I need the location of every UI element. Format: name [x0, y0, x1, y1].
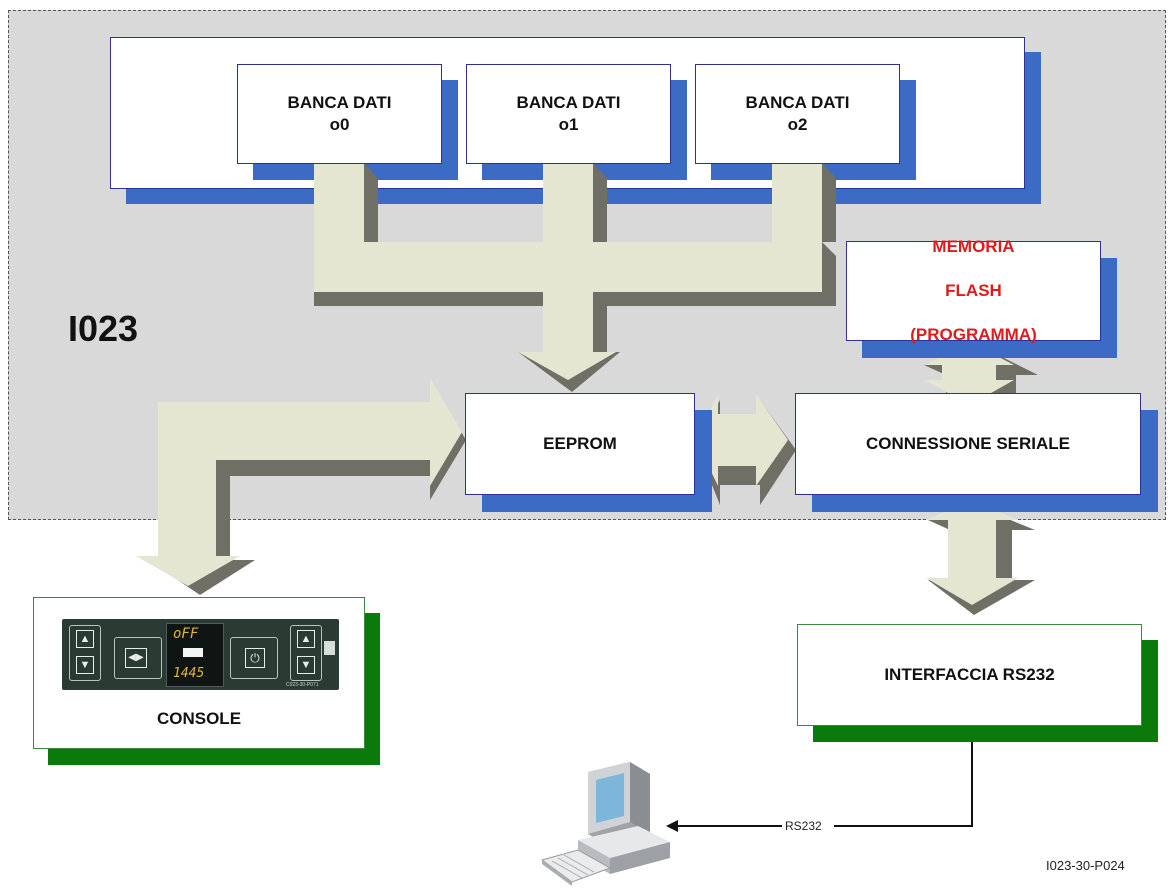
region-label: I023 — [68, 308, 139, 349]
flash-line1: MEMORIA — [932, 237, 1015, 256]
rs232-cable — [676, 740, 973, 827]
console-set-key-frame: ◀▶ — [114, 637, 162, 679]
bank-o2-id: o2 — [787, 115, 808, 134]
rs232-interface-box: INTERFACCIA RS232 — [797, 624, 1142, 726]
down-key-right-icon: ▼ — [297, 656, 315, 674]
bus-stubs — [314, 163, 836, 243]
rs232-link-label: RS232 — [785, 819, 822, 833]
bank-o2-title: BANCA DATI — [745, 93, 850, 112]
eeprom-label: EEPROM — [543, 434, 617, 453]
bank-o1-title: BANCA DATI — [516, 93, 621, 112]
console-left-keys: ▲ ▼ — [69, 625, 101, 681]
bank-o2: BANCA DATI o2 — [695, 64, 900, 164]
bank-o0-id: o0 — [329, 115, 350, 134]
console-power-key-frame: ⏻ — [230, 637, 278, 679]
bank-o0: BANCA DATI o0 — [237, 64, 442, 164]
display-top-text: oFF — [173, 626, 199, 642]
console-panel: ▲ ▼ ◀▶ oFF 1445 ⏻ ▲ ▼ C023-30-P071 — [62, 619, 339, 690]
bank-o1: BANCA DATI o1 — [466, 64, 671, 164]
bank-o1-id: o1 — [558, 115, 579, 134]
display-indicator — [183, 648, 203, 657]
display-bottom-text: 1445 — [173, 666, 205, 681]
power-icon: ⏻ — [245, 648, 265, 668]
up-key-icon: ▲ — [76, 630, 94, 648]
serial-connection-box: CONNESSIONE SERIALE — [795, 393, 1141, 495]
console-arrow — [136, 378, 466, 595]
flash-memory-box: MEMORIA FLASH (PROGRAMMA) — [846, 237, 1101, 344]
rs232-interface-label: INTERFACCIA RS232 — [884, 665, 1055, 684]
figure-code: I023-30-P024 — [1046, 858, 1125, 873]
down-key-icon: ▼ — [76, 656, 94, 674]
console-right-keys: ▲ ▼ — [290, 625, 322, 681]
flash-line2: FLASH — [945, 281, 1002, 300]
serial-rs232-arrow — [926, 500, 1035, 615]
set-key-icon: ◀▶ — [125, 648, 147, 668]
panel-code: C023-30-P071 — [286, 682, 319, 688]
bank-o0-title: BANCA DATI — [287, 93, 392, 112]
service-icon — [324, 641, 335, 655]
eeprom-serial-arrow — [696, 394, 796, 505]
computer-icon — [540, 762, 670, 886]
flash-line3: (PROGRAMMA) — [910, 325, 1037, 344]
bus-bar — [314, 242, 836, 392]
up-key-right-icon: ▲ — [297, 630, 315, 648]
serial-label: CONNESSIONE SERIALE — [865, 434, 1071, 453]
console-display: oFF 1445 — [166, 623, 224, 687]
console-label: CONSOLE — [156, 709, 242, 728]
eeprom-box: EEPROM — [465, 393, 695, 495]
